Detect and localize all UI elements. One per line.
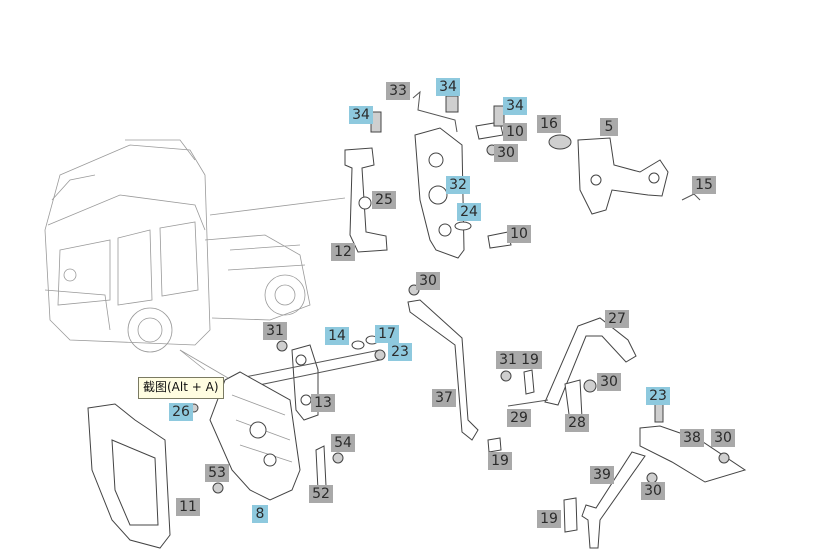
- leader-line: [179, 349, 229, 379]
- callout-label[interactable]: 31: [496, 351, 520, 369]
- bracket-12: [344, 111, 388, 253]
- callout-label[interactable]: 39: [590, 466, 614, 484]
- callout-label[interactable]: 33: [386, 82, 410, 100]
- strut-39: [581, 451, 646, 549]
- callout-label[interactable]: 12: [331, 243, 355, 261]
- callout-label[interactable]: 5: [600, 118, 618, 136]
- callout-label[interactable]: 19: [537, 510, 561, 528]
- callout-label[interactable]: 10: [507, 225, 531, 243]
- plate-52: [315, 445, 327, 491]
- callout-label[interactable]: 19: [488, 452, 512, 470]
- frame-11: [87, 403, 171, 549]
- callout-label[interactable]: 30: [641, 482, 665, 500]
- truck-cab-illustration: [44, 139, 346, 371]
- callout-label[interactable]: 19: [518, 351, 542, 369]
- callout-label[interactable]: 13: [311, 394, 335, 412]
- arm-27: [500, 317, 637, 423]
- frame-8: [189, 371, 301, 501]
- callout-label[interactable]: 11: [176, 498, 200, 516]
- callout-label[interactable]: 24: [457, 203, 481, 221]
- callout-label[interactable]: 17: [375, 325, 399, 343]
- callout-label[interactable]: 34: [503, 97, 527, 115]
- callout-label[interactable]: 23: [646, 387, 670, 405]
- callout-label[interactable]: 16: [537, 115, 561, 133]
- bracket-32: [412, 90, 472, 259]
- arm-assembly-5: [548, 134, 701, 215]
- callout-label[interactable]: 52: [309, 485, 333, 503]
- callout-label[interactable]: 53: [205, 464, 229, 482]
- callout-label[interactable]: 32: [446, 176, 470, 194]
- callout-label[interactable]: 37: [432, 389, 456, 407]
- callout-label[interactable]: 34: [436, 78, 460, 96]
- callout-label[interactable]: 29: [507, 409, 531, 427]
- callout-label[interactable]: 30: [597, 373, 621, 391]
- callout-label[interactable]: 14: [325, 327, 349, 345]
- nut-54: [332, 452, 344, 464]
- callout-label[interactable]: 15: [692, 176, 716, 194]
- callout-label[interactable]: 26: [169, 403, 193, 421]
- callout-label[interactable]: 34: [349, 106, 373, 124]
- callout-label[interactable]: 23: [388, 343, 412, 361]
- callout-label[interactable]: 30: [494, 144, 518, 162]
- plate-19-middle: [487, 437, 502, 453]
- callout-label[interactable]: 30: [416, 272, 440, 290]
- callout-label[interactable]: 54: [331, 434, 355, 452]
- link-37: [407, 284, 479, 441]
- callout-label[interactable]: 38: [680, 429, 704, 447]
- callout-label[interactable]: 10: [503, 123, 527, 141]
- callout-label[interactable]: 31: [263, 322, 287, 340]
- plate-10-lower: [487, 231, 512, 249]
- callout-label[interactable]: 25: [372, 191, 396, 209]
- bolt-53: [212, 482, 224, 494]
- plate-19-lower: [563, 497, 578, 533]
- callout-label[interactable]: 28: [565, 414, 589, 432]
- callout-label[interactable]: 27: [605, 310, 629, 328]
- callout-label[interactable]: 30: [711, 429, 735, 447]
- callout-label[interactable]: 8: [252, 505, 268, 523]
- screenshot-tooltip: 截图(Alt + A): [138, 377, 224, 399]
